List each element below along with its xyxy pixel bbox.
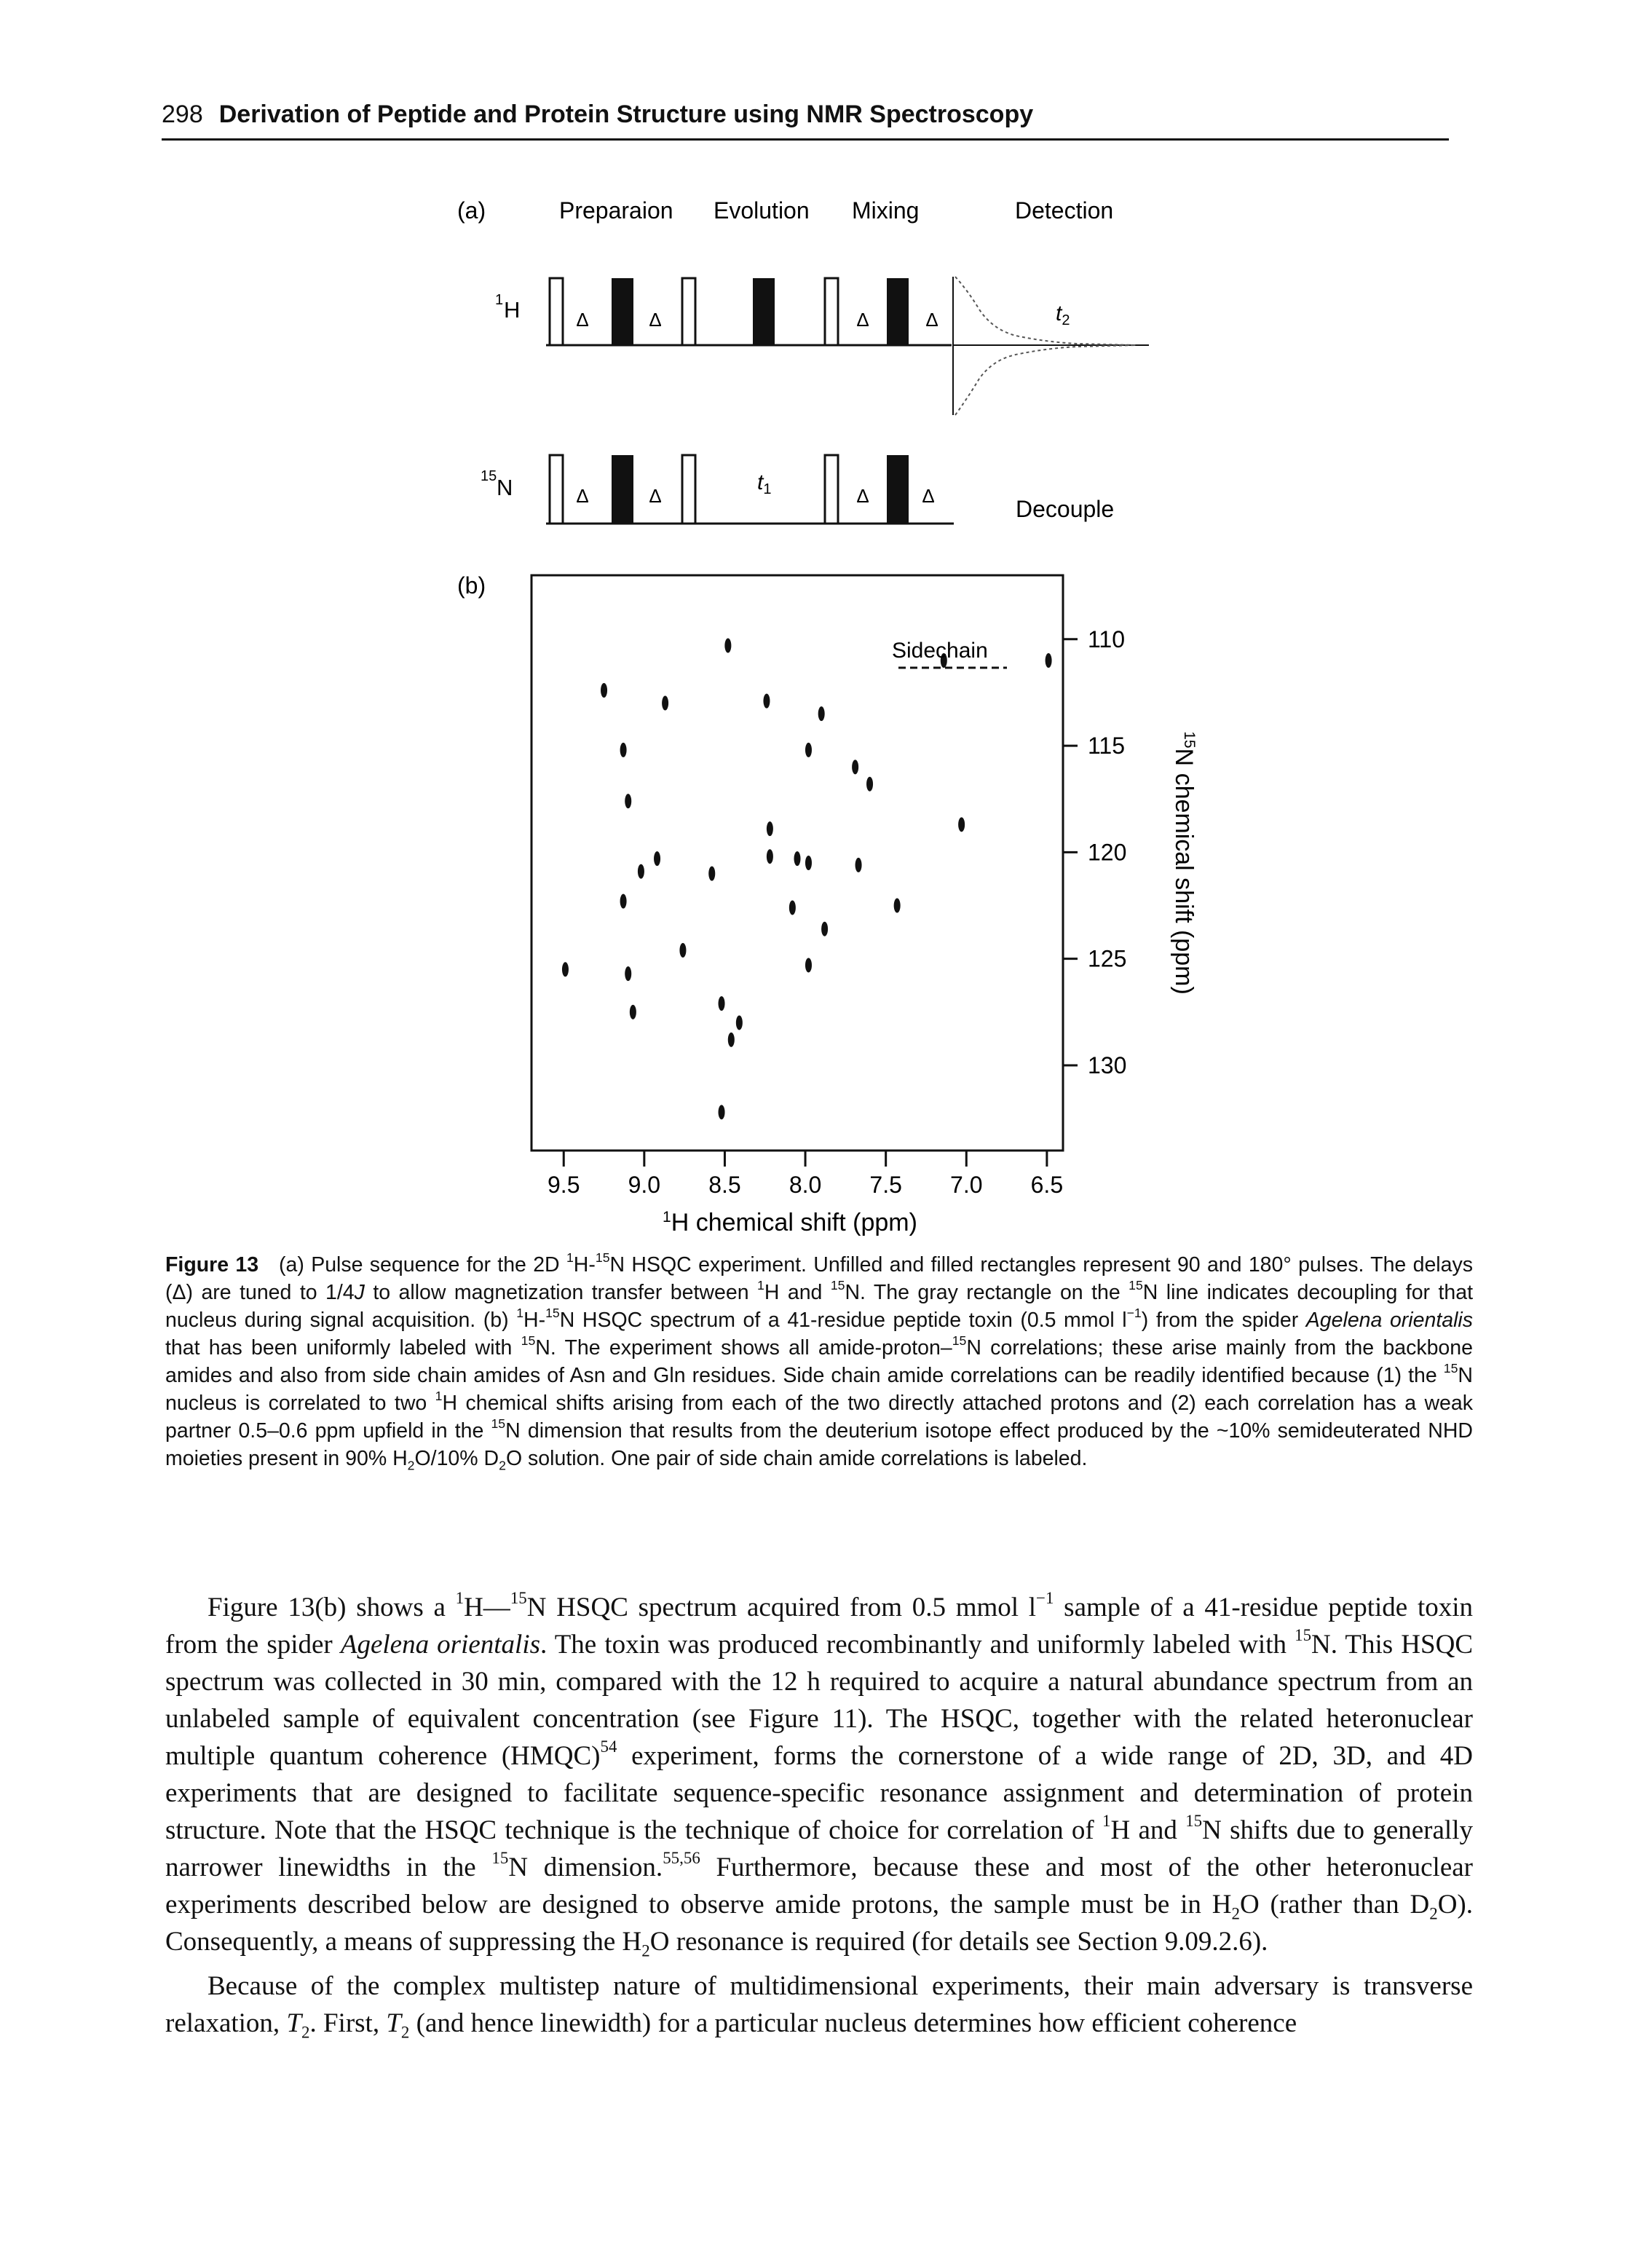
y-axis-title: 15N chemical shift (ppm) (1170, 731, 1198, 995)
h-pulse-90-1 (548, 277, 564, 347)
n-channel-label: N (497, 475, 513, 500)
h-pulse-180-2 (753, 278, 775, 345)
h-channel-label: H (504, 297, 520, 323)
n-delta-3: Δ (856, 485, 869, 507)
y-tick-label-0: 110 (1088, 626, 1125, 652)
n-delta-1: Δ (576, 485, 588, 507)
peak-28 (629, 1004, 636, 1019)
peak-12 (654, 851, 661, 867)
peak-7 (852, 759, 859, 775)
peak-3 (763, 693, 770, 709)
peak-11 (958, 817, 965, 832)
h-channel-mass: 1 (495, 292, 503, 308)
peak-29 (735, 1015, 743, 1030)
peak-22 (821, 921, 829, 936)
h-pulse-90-2 (681, 277, 697, 347)
peak-27 (718, 996, 725, 1011)
peak-17 (637, 864, 644, 879)
running-header: 298 Derivation of Peptide and Protein Str… (162, 100, 1449, 141)
peak-23 (679, 942, 687, 958)
x-axis-title: 1H chemical shift (ppm) (663, 1209, 917, 1236)
peak-2 (662, 695, 669, 711)
caption-text: (a) Pulse sequence for the 2D 1H-15N HSQ… (165, 1250, 1474, 1473)
y-tick-label-3: 125 (1088, 946, 1126, 972)
peak-13 (766, 849, 773, 864)
peak-0 (724, 638, 732, 653)
fid-upper-envelope (955, 276, 1137, 346)
panel-b-label: (b) (457, 572, 486, 599)
sidechain-label: Sidechain (892, 639, 988, 663)
x-axis: 9.5 9.0 8.5 8.0 7.5 7.0 6.5 (548, 1151, 1063, 1198)
peak-33 (1045, 653, 1052, 668)
stage-evolution: Evolution (714, 197, 810, 224)
h-pulse-180-3 (887, 278, 909, 345)
n-pulse-90-1 (548, 454, 564, 525)
body-text: Figure 13(b) shows a 1H—15N HSQC spectru… (165, 1589, 1473, 2042)
stage-mixing: Mixing (852, 197, 919, 224)
x-tick-label-3: 8.0 (789, 1172, 821, 1198)
n-delta-2: Δ (649, 485, 661, 507)
peak-25 (625, 966, 632, 982)
paragraph-1: Figure 13(b) shows a 1H—15N HSQC spectru… (165, 1589, 1474, 1960)
x-tick-label-6: 6.5 (1031, 1172, 1063, 1198)
t2-label: t2 (1056, 301, 1070, 328)
n-delta-4: Δ (922, 485, 934, 507)
peak-9 (625, 794, 632, 809)
figure-caption: Figure 13 (a) Pulse sequence for the 2D … (165, 1251, 1473, 1472)
x-tick-label-1: 9.0 (628, 1172, 660, 1198)
peak-20 (789, 900, 796, 915)
h-delta-1: Δ (576, 309, 588, 331)
stage-preparation: Preparaion (559, 197, 673, 224)
h-pulse-90-3 (823, 277, 839, 347)
running-title: Derivation of Peptide and Protein Struct… (218, 100, 1034, 128)
decouple-label: Decouple (1016, 496, 1114, 522)
peak-30 (727, 1032, 735, 1047)
h-pulse-180-1 (612, 278, 633, 345)
fid-lower-envelope (955, 344, 1137, 416)
peaks (561, 638, 1052, 1120)
peak-18 (708, 866, 716, 881)
n-pulse-90-2 (681, 454, 697, 525)
h-delta-3: Δ (856, 309, 869, 331)
peak-14 (794, 851, 801, 867)
n-pulse-90-3 (823, 454, 839, 525)
y-tick-label-4: 130 (1088, 1052, 1126, 1078)
peak-19 (620, 893, 627, 909)
paragraph-2: Because of the complex multistep nature … (165, 1971, 1473, 2042)
caption-label: Figure 13 (165, 1253, 259, 1277)
h-delta-2: Δ (649, 309, 661, 331)
peak-21 (893, 898, 901, 913)
peak-24 (561, 962, 569, 977)
x-tick-label-2: 8.5 (708, 1172, 740, 1198)
peak-15 (805, 856, 812, 870)
y-axis: 110 115 120 125 130 (1063, 626, 1126, 1078)
h-delta-4: Δ (925, 309, 938, 331)
page-number: 298 (162, 100, 203, 128)
peak-1 (601, 683, 608, 698)
y-tick-label-1: 115 (1088, 733, 1125, 759)
stage-detection: Detection (1015, 197, 1113, 224)
n-pulse-180-2 (887, 455, 909, 524)
x-tick-label-4: 7.5 (869, 1172, 901, 1198)
x-tick-label-0: 9.5 (548, 1172, 580, 1198)
peak-5 (620, 742, 627, 757)
peak-10 (766, 821, 773, 837)
figure-13: (a) Preparaion Evolution Mixing Detectio… (457, 197, 1198, 1236)
peak-32 (940, 653, 947, 668)
n-pulse-180-1 (612, 455, 633, 524)
peak-4 (818, 706, 825, 722)
y-tick-label-2: 120 (1088, 839, 1126, 865)
peak-6 (805, 742, 812, 757)
peak-26 (805, 958, 812, 973)
peak-31 (718, 1105, 725, 1120)
peak-8 (866, 776, 874, 792)
peak-16 (855, 857, 862, 872)
t1-label: t1 (757, 470, 771, 497)
n-channel-mass: 15 (481, 468, 497, 484)
panel-a-label: (a) (457, 197, 486, 224)
x-tick-label-5: 7.0 (950, 1172, 982, 1198)
plot-frame (530, 574, 1064, 1152)
